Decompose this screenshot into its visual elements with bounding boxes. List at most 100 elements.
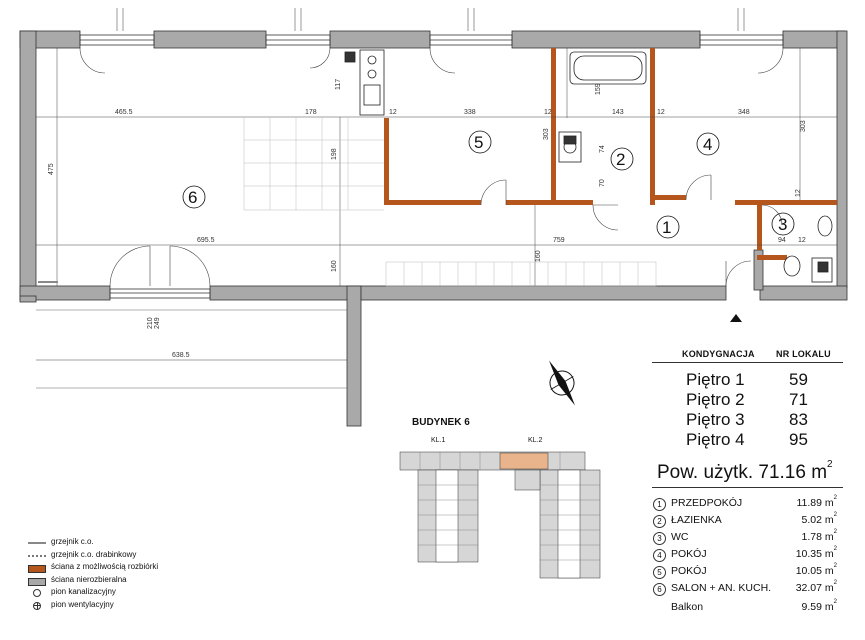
floor-name: Piętro 4 — [686, 430, 745, 449]
dim-label: 160 — [535, 250, 542, 262]
bathtub — [569, 51, 647, 85]
list-item: 1 PRZEDPOKÓJ 11.89 m2 — [653, 494, 843, 511]
dim-label: 12 — [544, 109, 552, 116]
unit-number: 83 — [789, 410, 808, 429]
balcony-outline — [36, 309, 347, 389]
unit-number: 59 — [789, 370, 808, 389]
dim-label: 74 — [599, 145, 606, 153]
room-list-number: 4 — [653, 549, 666, 562]
legend: grzejnik c.o. grzejnik c.o. drabinkowy ś… — [28, 537, 228, 612]
legend-item: ściana nierozbieralna — [28, 575, 228, 588]
load-bearing-walls — [19, 30, 848, 427]
usable-area-label: Pow. użytk. 71.16 m — [657, 462, 828, 483]
dimension-lines — [36, 48, 837, 361]
legend-item: grzejnik c.o. — [28, 537, 228, 550]
building-keyplan — [399, 451, 601, 579]
dim-label: 475 — [48, 163, 55, 175]
room-list-name: POKÓJ — [671, 565, 707, 577]
table-header-floor: KONDYGNACJA — [682, 349, 755, 359]
dim-label: 143 — [612, 109, 624, 116]
dim-label: 160 — [331, 260, 338, 272]
orange-wall-icon — [28, 565, 46, 573]
legend-item: pion wentylacyjny — [28, 600, 228, 613]
table-header-unit: NR LOKALU — [776, 349, 831, 359]
dim-label: 303 — [543, 128, 550, 140]
hallway-tiles — [385, 261, 657, 287]
dim-label: 12 — [389, 109, 397, 116]
dim-label: 70 — [599, 179, 606, 187]
room-list-area: 10.05 m2 — [795, 562, 837, 578]
dim-label: 117 — [335, 79, 342, 90]
vent-icon — [33, 601, 41, 610]
room-number-6: 6 — [188, 188, 197, 207]
dim-label: 249 — [154, 317, 161, 329]
area-unit-superscript: 2 — [827, 458, 833, 470]
legend-item: grzejnik c.o. drabinkowy — [28, 550, 228, 563]
dim-label: 178 — [305, 109, 317, 116]
building-title: BUDYNEK 6 — [412, 417, 470, 428]
dim-label: 12 — [795, 189, 802, 197]
kitchen-counter — [344, 49, 385, 116]
dim-label: 12 — [657, 109, 665, 116]
room-number-2: 2 — [616, 150, 625, 169]
usable-area-total: Pow. użytk. 71.16 m2 — [657, 458, 833, 484]
room-list-number: 3 — [653, 532, 666, 545]
room-list-area: 11.89 m2 — [796, 494, 837, 510]
doors — [79, 47, 784, 287]
floor-name: Piętro 2 — [686, 390, 745, 409]
dim-label: 348 — [738, 109, 750, 116]
dim-label: 695.5 — [197, 237, 215, 244]
room-number-3: 3 — [778, 215, 787, 234]
dim-label: 638.5 — [172, 352, 190, 359]
list-item: 5 POKÓJ 10.05 m2 — [653, 562, 843, 579]
room-list-name: POKÓJ — [671, 548, 707, 560]
room-list-name: WC — [671, 531, 689, 543]
balcony-row: Balkon 9.59 m2 — [671, 598, 843, 614]
room-number-5: 5 — [474, 133, 483, 152]
room-list-number: 1 — [653, 498, 666, 511]
table-row: Piętro 1 59 — [686, 370, 836, 390]
room-number-4: 4 — [703, 135, 712, 154]
list-item: 3 WC 1.78 m2 — [653, 528, 843, 545]
entrance-arrow — [730, 314, 742, 322]
unit-number: 71 — [789, 390, 808, 409]
legend-item: ściana z możliwością rozbiórki — [28, 562, 228, 575]
dim-label: 210 — [147, 317, 154, 329]
removable-walls — [384, 48, 837, 260]
room-list-number: 6 — [653, 583, 666, 596]
dim-label: 759 — [553, 237, 565, 244]
list-item: 2 ŁAZIENKA 5.02 m2 — [653, 511, 843, 528]
room-list-area: 5.02 m2 — [801, 511, 837, 527]
floor-name: Piętro 3 — [686, 410, 745, 429]
floor-name: Piętro 1 — [686, 370, 745, 389]
table-divider — [652, 362, 843, 363]
list-item: 6 SALON + AN. KUCH. 32.07 m2 — [653, 579, 843, 596]
room-list-area: 32.07 m2 — [795, 579, 837, 595]
table-row: Piętro 3 83 — [686, 410, 836, 430]
dim-label: 338 — [464, 109, 476, 116]
room-list-area: 10.35 m2 — [795, 545, 837, 561]
dim-label: 12 — [798, 237, 806, 244]
toilet-room3 — [783, 215, 833, 283]
dim-label: 465.5 — [115, 109, 133, 116]
list-item: 4 POKÓJ 10.35 m2 — [653, 545, 843, 562]
legend-item: pion kanalizacyjny — [28, 587, 228, 600]
room-list-number: 2 — [653, 515, 666, 528]
windows — [79, 34, 784, 299]
drain-icon — [33, 589, 41, 597]
balcony-area: 9.59 m2 — [801, 598, 837, 614]
gray-wall-icon — [28, 577, 46, 586]
kitchen-tiles — [243, 117, 384, 211]
balcony-name: Balkon — [671, 601, 704, 613]
dim-label: 303 — [800, 120, 807, 132]
dim-label: 198 — [331, 148, 338, 160]
area-divider — [652, 487, 843, 488]
room-list-name: SALON + AN. KUCH. — [671, 582, 772, 594]
room-list-area: 1.78 m2 — [801, 528, 837, 544]
room-list-number: 5 — [653, 566, 666, 579]
staircase-1-label: KL.1 — [431, 437, 446, 444]
room-list-name: ŁAZIENKA — [671, 514, 722, 526]
ladder-radiator-icon — [28, 554, 46, 557]
dim-label: 159 — [595, 83, 602, 95]
